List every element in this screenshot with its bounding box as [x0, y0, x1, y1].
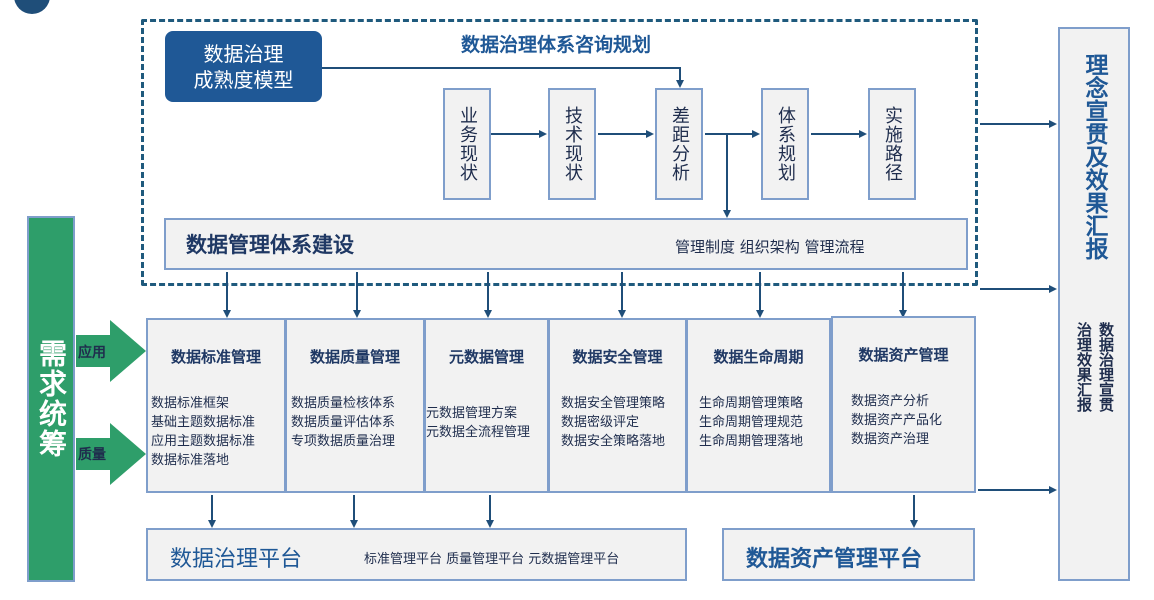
module-metadata: 元数据管理 元数据管理方案 元数据全流程管理: [424, 318, 549, 493]
step-business-status: 业务现状: [443, 88, 491, 200]
governance-platform-box: 数据治理平台 标准管理平台 质量管理平台 元数据管理平台: [146, 528, 687, 581]
module-title: 数据资产管理: [858, 346, 949, 364]
module-item: 数据质量检核体系: [291, 396, 396, 411]
module-item: 元数据全流程管理: [426, 425, 531, 440]
module-item: 生命周期管理规范: [699, 415, 804, 430]
application-label: 应用: [78, 345, 106, 361]
module-item: 数据标准落地: [151, 453, 230, 468]
module-data-asset: 数据资产管理 数据资产分析 数据资产产品化 数据资产治理: [831, 316, 976, 493]
module-item: 专项数据质量治理: [291, 434, 396, 449]
module-data-security: 数据安全管理 数据安全管理策略 数据密级评定 数据安全策略落地: [548, 318, 687, 493]
maturity-model-box: 数据治理 成熟度模型: [165, 31, 322, 102]
report-panel-subtitle: 数据治理宣贯 治理效果汇报: [1074, 322, 1116, 572]
report-panel: [1058, 27, 1130, 581]
module-title: 数据质量管理: [309, 348, 400, 366]
governance-platform-title: 数据治理平台: [170, 547, 303, 572]
management-system-subtitle: 管理制度 组织架构 管理流程: [675, 238, 865, 256]
module-data-standard: 数据标准管理 数据标准框架 基础主题数据标准 应用主题数据标准 数据标准落地: [146, 318, 286, 493]
governance-platform-subtitle: 标准管理平台 质量管理平台 元数据管理平台: [364, 552, 620, 567]
module-title: 数据安全管理: [572, 348, 663, 366]
governance-promotion-text: 数据治理宣贯: [1097, 322, 1115, 412]
management-system-title: 数据管理体系建设: [186, 233, 354, 257]
module-item: 元数据管理方案: [426, 406, 518, 421]
module-data-lifecycle: 数据生命周期 生命周期管理策略 生命周期管理规范 生命周期管理落地: [686, 318, 831, 493]
step-implementation-path: 实施路径: [868, 88, 916, 200]
step-tech-status: 技术现状: [548, 88, 596, 200]
module-data-quality: 数据质量管理 数据质量检核体系 数据质量评估体系 专项数据质量治理: [285, 318, 425, 493]
governance-report-text: 治理效果汇报: [1075, 322, 1093, 412]
asset-platform-title: 数据资产管理平台: [746, 547, 923, 572]
module-item: 数据资产产品化: [851, 413, 943, 428]
module-items: 数据标准框架 基础主题数据标准 应用主题数据标准 数据标准落地: [151, 394, 284, 470]
application-arrow: [76, 320, 146, 382]
asset-platform-box: 数据资产管理平台: [722, 528, 975, 581]
requirements-coordination-bar: 需求统筹: [27, 216, 75, 582]
module-items: 元数据管理方案 元数据全流程管理: [426, 404, 547, 442]
quality-arrow: [76, 423, 146, 485]
corner-decoration: [14, 0, 50, 14]
report-panel-title: 理念宣贯及效果汇报: [1081, 52, 1107, 260]
module-item: 数据资产分析: [851, 394, 930, 409]
step-gap-analysis: 差距分析: [655, 88, 703, 200]
module-items: 数据资产分析 数据资产产品化 数据资产治理: [851, 392, 974, 449]
module-items: 生命周期管理策略 生命周期管理规范 生命周期管理落地: [699, 394, 829, 451]
module-item: 数据质量评估体系: [291, 415, 396, 430]
module-title: 数据生命周期: [713, 348, 804, 366]
module-items: 数据安全管理策略 数据密级评定 数据安全策略落地: [561, 394, 685, 451]
maturity-line2: 成熟度模型: [193, 67, 294, 92]
module-item: 基础主题数据标准: [151, 415, 256, 430]
module-item: 生命周期管理落地: [699, 434, 804, 449]
module-item: 数据安全管理策略: [561, 396, 666, 411]
module-title: 数据标准管理: [170, 348, 261, 366]
step-system-planning: 体系规划: [761, 88, 809, 200]
module-items: 数据质量检核体系 数据质量评估体系 专项数据质量治理: [291, 394, 423, 451]
maturity-line1: 数据治理: [203, 41, 284, 66]
module-item: 数据标准框架: [151, 396, 230, 411]
quality-label: 质量: [78, 447, 106, 463]
module-item: 数据资产治理: [851, 432, 930, 447]
management-system-bar: [164, 218, 968, 270]
consulting-frame: [141, 19, 978, 286]
module-item: 数据安全策略落地: [561, 434, 666, 449]
consulting-title: 数据治理体系咨询规划: [460, 34, 651, 56]
module-item: 应用主题数据标准: [151, 434, 256, 449]
maturity-to-gap-arrow: [322, 67, 684, 88]
module-item: 生命周期管理策略: [699, 396, 804, 411]
module-title: 元数据管理: [448, 348, 524, 366]
module-item: 数据密级评定: [561, 415, 640, 430]
